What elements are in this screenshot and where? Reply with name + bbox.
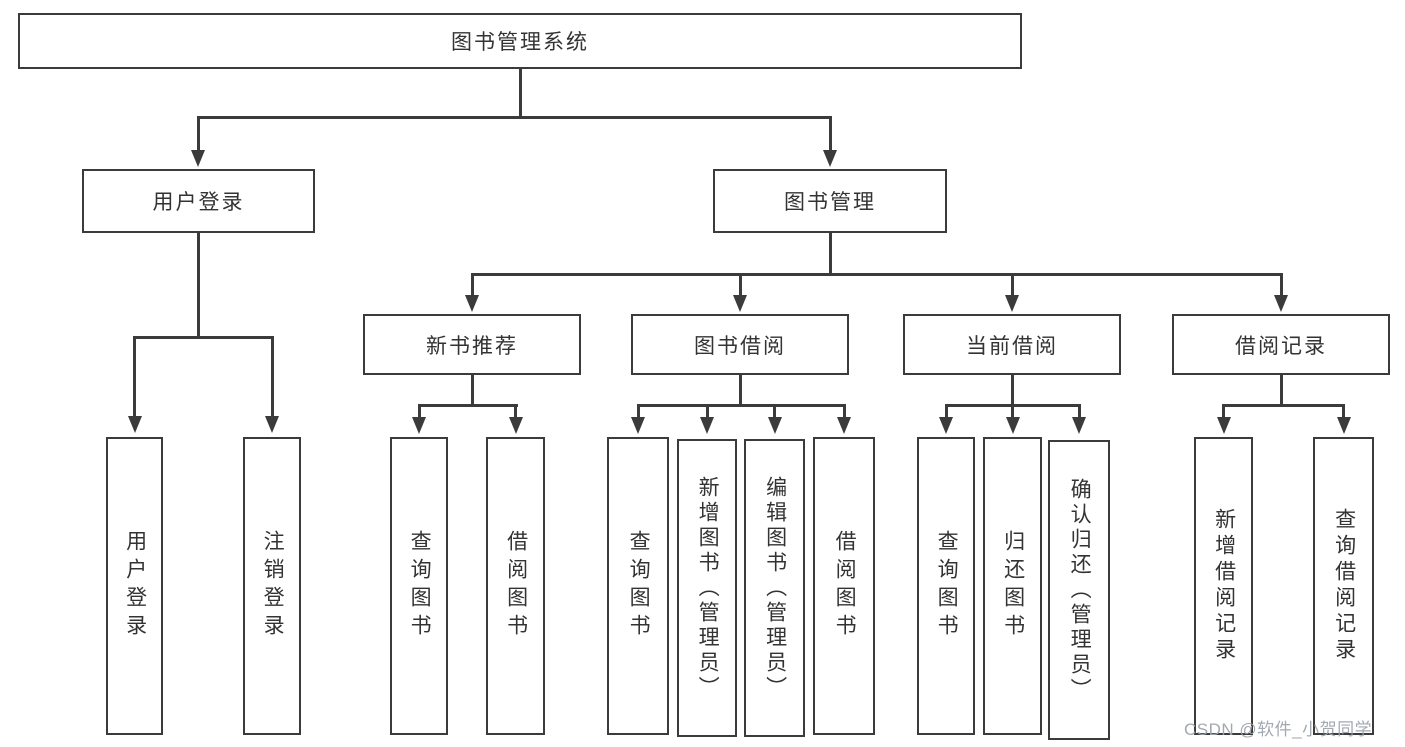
node-new-book-recommend-label: 新书推荐 — [426, 334, 518, 358]
leaf-borrowing-edit-books-admin: 编辑图书（管理员） — [744, 439, 805, 737]
leaf-logout-label: 注销登录 — [261, 530, 285, 642]
connector-stub-borrow-records — [1279, 274, 1283, 296]
connector-root-trunk — [518, 69, 522, 118]
connector-stub-leaf-logout — [270, 337, 274, 417]
node-current-borrowing: 当前借阅 — [903, 314, 1121, 375]
leaf-logout: 注销登录 — [243, 437, 301, 735]
arrow-to-nbr-query — [412, 417, 426, 434]
connector-nbr-trunk — [470, 375, 474, 406]
arrow-to-bb-edit — [767, 417, 782, 434]
leaf-borrowing-query-books: 查询图书 — [607, 437, 669, 735]
arrow-to-nbr-borrow — [508, 417, 523, 434]
leaf-current-query-books: 查询图书 — [917, 437, 975, 735]
arrow-to-book-management — [823, 150, 837, 167]
connector-user-login-trunk — [196, 233, 200, 338]
leaf-current-confirm-return-admin-label: 确认归还（管理员） — [1068, 477, 1092, 703]
arrow-to-bb-borrow — [837, 417, 851, 434]
arrow-to-br-add — [1216, 417, 1231, 434]
connector-root-bar — [196, 116, 832, 119]
node-current-borrowing-label: 当前借阅 — [966, 334, 1058, 358]
arrow-to-bb-query — [631, 417, 645, 434]
connector-stub-bb-borrow — [842, 405, 846, 418]
leaf-recommend-query-books: 查询图书 — [390, 437, 448, 735]
node-borrow-records-label: 借阅记录 — [1235, 334, 1327, 358]
csdn-watermark: CSDN @软件_小贺同学 — [1184, 720, 1373, 739]
connector-bb-trunk — [738, 375, 742, 406]
connector-bb-bar — [636, 403, 846, 407]
connector-stub-cb-confirm — [1077, 405, 1081, 418]
leaf-borrowing-borrow-books-label: 借阅图书 — [833, 530, 857, 642]
node-root-label: 图书管理系统 — [451, 31, 589, 54]
leaf-user-login: 用户登录 — [106, 437, 163, 735]
leaf-borrowing-add-books-admin-label: 新增图书（管理员） — [696, 475, 720, 701]
connector-book-management-trunk — [828, 233, 832, 276]
leaf-records-query-record: 查询借阅记录 — [1313, 437, 1374, 735]
connector-stub-cb-query — [944, 405, 948, 418]
connector-br-trunk — [1279, 375, 1283, 406]
arrow-to-br-query — [1336, 417, 1351, 434]
node-user-login: 用户登录 — [82, 169, 315, 233]
arrow-to-user-login — [191, 150, 205, 167]
arrow-to-leaf-logout — [265, 416, 279, 433]
leaf-current-return-books: 归还图书 — [983, 437, 1042, 735]
connector-user-login-bar — [133, 335, 274, 339]
connector-br-bar — [1222, 403, 1345, 407]
connector-stub-cb-return — [1011, 405, 1014, 418]
leaf-records-add-record: 新增借阅记录 — [1194, 437, 1253, 735]
node-book-management: 图书管理 — [713, 169, 947, 233]
leaf-borrowing-borrow-books: 借阅图书 — [813, 437, 875, 735]
arrow-to-cb-return — [1005, 417, 1020, 434]
connector-stub-bb-add — [705, 405, 709, 418]
connector-stub-user-login — [196, 118, 200, 152]
arrow-to-leaf-user-login — [127, 416, 142, 433]
connector-stub-nbr-borrow — [514, 405, 517, 418]
leaf-recommend-borrow-books: 借阅图书 — [486, 437, 545, 735]
node-book-borrowing: 图书借阅 — [631, 314, 849, 375]
connector-stub-br-query — [1342, 405, 1345, 418]
connector-cb-trunk — [1010, 375, 1014, 406]
node-root: 图书管理系统 — [18, 13, 1022, 69]
arrow-to-borrow-records — [1274, 295, 1288, 312]
connector-stub-nbr-query — [417, 405, 421, 418]
leaf-records-add-record-label: 新增借阅记录 — [1212, 508, 1236, 664]
arrow-to-current-borrowing — [1005, 295, 1019, 312]
leaf-current-confirm-return-admin: 确认归还（管理员） — [1048, 440, 1110, 740]
connector-nbr-bar — [417, 403, 518, 407]
leaf-borrowing-query-books-label: 查询图书 — [627, 530, 651, 642]
leaf-recommend-borrow-books-label: 借阅图书 — [504, 530, 528, 642]
connector-stub-book-borrowing — [738, 274, 742, 296]
arrow-to-book-borrowing — [733, 295, 747, 312]
connector-stub-book-management — [828, 118, 832, 152]
connector-stub-br-add — [1222, 405, 1225, 418]
leaf-current-return-books-label: 归还图书 — [1001, 530, 1025, 642]
leaf-user-login-label: 用户登录 — [123, 530, 147, 642]
leaf-recommend-query-books-label: 查询图书 — [408, 530, 432, 642]
node-new-book-recommend: 新书推荐 — [363, 314, 581, 375]
node-user-login-label: 用户登录 — [152, 191, 245, 214]
leaf-borrowing-add-books-admin: 新增图书（管理员） — [677, 439, 737, 737]
arrow-to-bb-add — [700, 417, 714, 434]
node-borrow-records: 借阅记录 — [1172, 314, 1390, 375]
connector-stub-bb-edit — [773, 405, 776, 418]
node-book-management-label: 图书管理 — [784, 191, 876, 214]
connector-stub-current-borrowing — [1010, 274, 1014, 296]
leaf-records-query-record-label: 查询借阅记录 — [1332, 508, 1356, 664]
connector-book-management-bar — [470, 272, 1283, 276]
connector-stub-bb-query — [636, 405, 640, 418]
leaf-current-query-books-label: 查询图书 — [935, 530, 959, 642]
arrow-to-cb-query — [939, 417, 953, 434]
connector-stub-leaf-user-login — [133, 337, 136, 417]
node-book-borrowing-label: 图书借阅 — [694, 334, 786, 358]
connector-stub-new-book-recommend — [470, 274, 474, 296]
arrow-to-new-book-recommend — [465, 295, 479, 312]
leaf-borrowing-edit-books-admin-label: 编辑图书（管理员） — [763, 475, 787, 701]
arrow-to-cb-confirm — [1072, 417, 1086, 434]
